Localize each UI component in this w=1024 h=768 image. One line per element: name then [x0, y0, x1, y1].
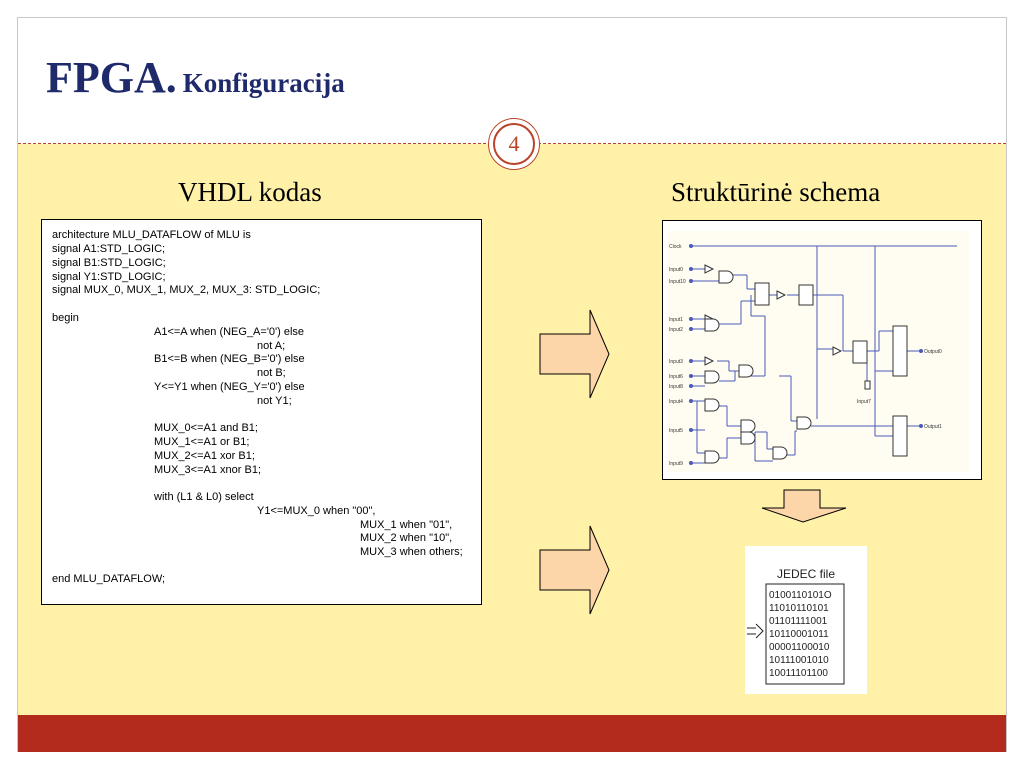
- jedec-row: 01101111001: [769, 616, 828, 627]
- code-line: MUX_2 when "10",: [360, 532, 453, 544]
- code-line: with (L1 & L0) select: [154, 491, 254, 503]
- schema-input-label: Clock: [669, 244, 682, 250]
- schema-input-label: Input7: [857, 399, 871, 405]
- code-line: signal B1:STD_LOGIC;: [52, 257, 166, 269]
- schema-input-label: Input5: [669, 428, 683, 434]
- code-line: MUX_3<=A1 xnor B1;: [154, 464, 262, 476]
- code-line: MUX_1 when "01",: [360, 519, 453, 531]
- right-arrow-bottom: [539, 525, 610, 615]
- code-line: MUX_0<=A1 and B1;: [154, 422, 258, 434]
- code-line: signal A1:STD_LOGIC;: [52, 243, 166, 255]
- heading-schema: Struktūrinė schema: [671, 177, 881, 207]
- code-line: Y1<=MUX_0 when "00",: [257, 505, 376, 517]
- code-line: not B;: [257, 367, 286, 379]
- title-sub: Konfiguracija: [182, 68, 345, 98]
- code-line: end MLU_DATAFLOW;: [52, 573, 166, 585]
- code-line: signal MUX_0, MUX_1, MUX_2, MUX_3: STD_L…: [52, 284, 321, 296]
- footer-bar: [18, 715, 1006, 752]
- schema-input-label: Input8: [669, 384, 683, 390]
- schema-input-label: Input3: [669, 359, 683, 365]
- schema-input-label: Input9: [669, 461, 683, 467]
- vhdl-code-box: architecture MLU_DATAFLOW of MLU is sign…: [41, 219, 482, 605]
- schematic-svg: Clock Input0 Input10 Input1 Input2 Input…: [669, 244, 957, 467]
- jedec-row: 10110001011: [769, 629, 829, 640]
- schema-output-label: Output0: [924, 349, 942, 355]
- code-line: not A;: [257, 340, 286, 352]
- code-line: MUX_2<=A1 xor B1;: [154, 450, 255, 462]
- schema-input-label: Input4: [669, 399, 683, 405]
- jedec-row: 11010110101: [769, 603, 829, 614]
- right-arrow-top: [539, 309, 610, 399]
- jedec-row: 00001100010: [769, 642, 830, 653]
- title-main: FPGA.: [46, 53, 177, 102]
- schema-input-label: Input1: [669, 317, 683, 323]
- jedec-title: JEDEC file: [777, 567, 835, 581]
- schema-input-label: Input6: [669, 374, 683, 380]
- jedec-row: 0100110101O: [769, 590, 832, 601]
- jedec-file-svg: JEDEC file 0100110101O 11010110101 01101…: [747, 567, 845, 685]
- code-line: A1<=A when (NEG_A='0') else: [154, 326, 305, 338]
- code-line: begin: [52, 312, 79, 324]
- slide-title: FPGA.Konfiguracija: [46, 52, 345, 103]
- page-number: 4: [493, 123, 535, 165]
- schema-input-label: Input2: [669, 327, 683, 333]
- code-line: MUX_1<=A1 or B1;: [154, 436, 250, 448]
- heading-vhdl: VHDL kodas: [178, 177, 322, 207]
- code-line: not Y1;: [257, 395, 292, 407]
- schema-input-label: Input0: [669, 267, 683, 273]
- code-line: Y<=Y1 when (NEG_Y='0') else: [154, 381, 305, 393]
- jedec-row: 10111001010: [769, 655, 829, 666]
- code-line: signal Y1:STD_LOGIC;: [52, 271, 166, 283]
- code-line: B1<=B when (NEG_B='0') else: [154, 353, 305, 365]
- code-line: MUX_3 when others;: [360, 546, 463, 558]
- schema-input-label: Input10: [669, 279, 686, 285]
- code-line: architecture MLU_DATAFLOW of MLU is: [52, 229, 251, 241]
- schematic-diagram: Clock Input0 Input10 Input1 Input2 Input…: [667, 231, 969, 472]
- jedec-row: 10011101100: [769, 668, 828, 679]
- schema-output-label: Output1: [924, 424, 942, 430]
- jedec-file-image: JEDEC file 0100110101O 11010110101 01101…: [745, 546, 867, 694]
- down-arrow: [761, 489, 847, 523]
